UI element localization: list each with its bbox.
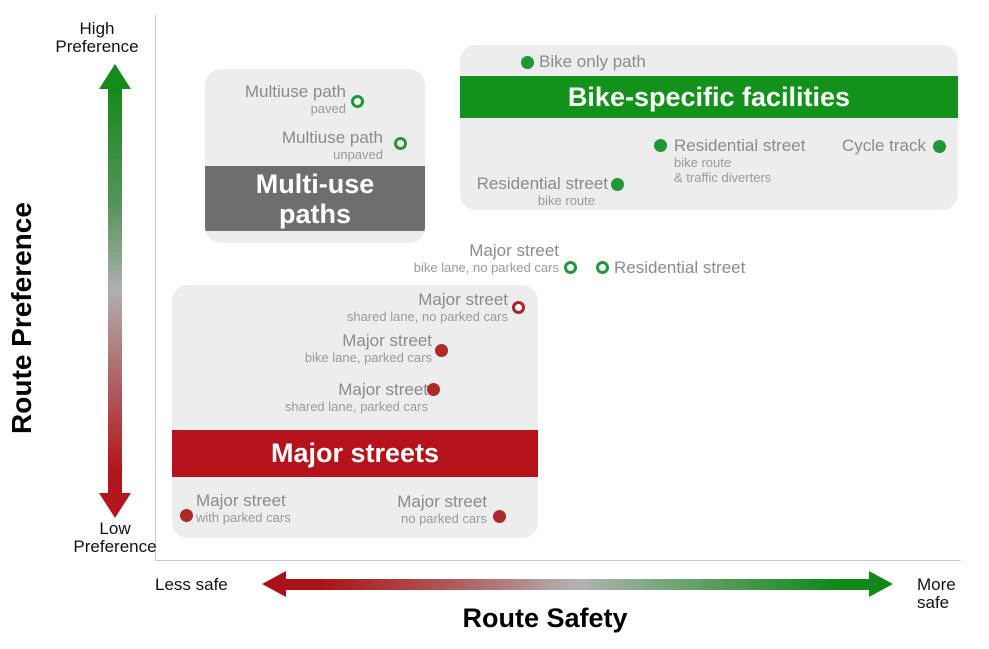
x-axis-arrowhead-left-icon (262, 571, 286, 597)
marker-bike-only-path (521, 56, 534, 69)
group-band-label: Major streets (270, 438, 440, 468)
y-axis-title: Route Preference (6, 202, 37, 434)
point-title: Residential street (476, 174, 608, 193)
point-sublabel: shared lane, no parked cars (346, 309, 508, 324)
point-title: Residential street (614, 258, 746, 277)
y-axis-high-line2: Preference (55, 37, 139, 56)
marker-residential-street-diverters (654, 139, 667, 152)
marker-major-street-with-parked-cars (180, 509, 193, 522)
point-sublabel: bike route (674, 155, 732, 170)
marker-major-street-shared-lane-parked-cars (427, 383, 440, 396)
marker-major-street-shared-lane-no-parked-cars (512, 301, 525, 314)
point-title: Bike only path (539, 52, 646, 71)
point-title: Multiuse path (244, 82, 346, 101)
point-sublabel: paved (310, 101, 346, 116)
marker-major-street-bike-lane-no-parked-cars (564, 261, 577, 274)
y-axis-low-line2: Preference (73, 537, 157, 556)
x-axis-title: Route Safety (462, 603, 628, 633)
marker-residential-street (596, 261, 609, 274)
point-label-multiuse-path-paved: Multiuse path paved (245, 82, 346, 116)
point-title: Major street (397, 492, 487, 511)
marker-multiuse-path-paved (351, 95, 364, 108)
point-label-bike-only-path: Bike only path (539, 52, 646, 71)
x-axis-gradient-arrow (285, 579, 870, 590)
group-band-major-streets: Major streets (172, 430, 538, 477)
point-label-major-street-bike-lane-parked-cars: Major street bike lane, parked cars (305, 331, 432, 365)
point-label-residential-street: Residential street (614, 258, 745, 277)
point-sublabel2: & traffic diverters (674, 170, 772, 185)
point-label-major-street-with-parked-cars: Major street with parked cars (196, 491, 291, 525)
y-axis-high-label: High Preference (42, 20, 152, 56)
point-title: Major street (342, 331, 432, 350)
group-band-bike-specific-facilities: Bike-specific facilities (460, 76, 958, 118)
point-sublabel: bike route (537, 193, 595, 208)
x-axis-min-label: Less safe (155, 575, 228, 594)
point-label-cycle-track: Cycle track (842, 136, 926, 155)
group-band-label: Bike-specific facilities (567, 82, 851, 112)
group-box-major-streets: Major streets (172, 285, 538, 538)
group-box-multi-use-paths: Multi-use paths (205, 69, 425, 243)
group-box-bike-specific-facilities: Bike-specific facilities (460, 45, 958, 210)
y-axis-low-line1: Low (99, 519, 131, 538)
point-label-major-street-shared-lane-parked-cars: Major street shared lane, parked cars (285, 380, 428, 414)
point-sublabel: bike lane, no parked cars (413, 260, 559, 275)
point-title: Major street (196, 491, 286, 510)
point-title: Multiuse path (281, 128, 383, 147)
y-axis-arrowhead-up-icon (99, 64, 131, 89)
marker-multiuse-path-unpaved (394, 137, 407, 150)
point-sublabel: no parked cars (401, 511, 487, 526)
point-label-major-street-shared-lane-no-parked-cars: Major street shared lane, no parked cars (347, 290, 508, 324)
y-axis-arrowhead-down-icon (99, 493, 131, 518)
point-label-residential-street-diverters: Residential street bike route & traffic … (674, 136, 805, 185)
marker-cycle-track (933, 140, 946, 153)
x-axis-max-label: More safe (917, 575, 956, 612)
marker-major-street-bike-lane-parked-cars (435, 344, 448, 357)
point-title: Cycle track (841, 136, 926, 155)
point-sublabel: with parked cars (196, 510, 291, 525)
y-axis-gradient-arrow (108, 88, 122, 494)
point-label-multiuse-path-unpaved: Multiuse path unpaved (282, 128, 383, 162)
x-axis-arrowhead-right-icon (869, 571, 893, 597)
y-axis-high-line1: High (79, 19, 115, 38)
marker-major-street-no-parked-cars (493, 510, 506, 523)
y-axis-low-label: Low Preference (60, 520, 170, 556)
point-sublabel: bike lane, parked cars (304, 350, 432, 365)
point-title: Major street (338, 380, 428, 399)
group-band-label: Multi-use paths (255, 169, 375, 229)
point-label-major-street-no-parked-cars: Major street no parked cars (397, 492, 487, 526)
point-title: Major street (418, 290, 508, 309)
point-title: Major street (469, 241, 559, 260)
marker-residential-street-bike-route (611, 178, 624, 191)
point-label-major-street-bike-lane-no-parked-cars: Major street bike lane, no parked cars (414, 241, 559, 275)
group-band-multi-use-paths: Multi-use paths (205, 166, 425, 231)
point-sublabel: unpaved (333, 147, 383, 162)
point-sublabel: shared lane, parked cars (284, 399, 428, 414)
plot-border (155, 15, 961, 561)
point-label-residential-street-bike-route: Residential street bike route (477, 174, 608, 208)
point-title: Residential street (674, 136, 806, 155)
